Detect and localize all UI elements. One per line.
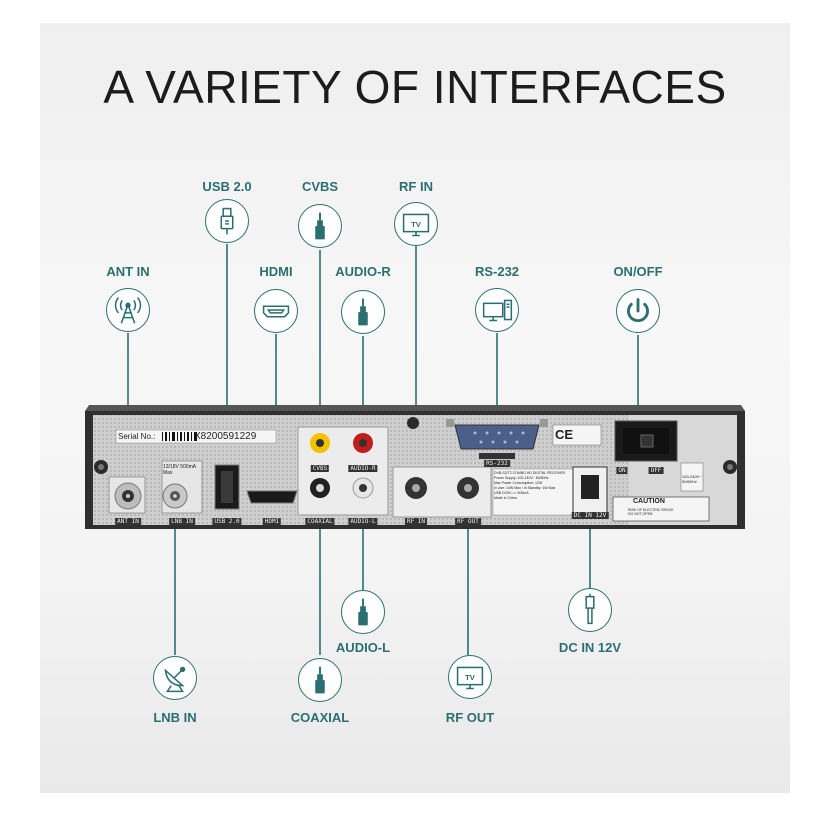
rca-plug-icon	[298, 658, 342, 702]
spec-line: Made in China	[494, 496, 517, 500]
caution-heading: CAUTION	[633, 498, 665, 505]
port-label-coaxial: COAXIAL	[305, 518, 335, 525]
port-label-ant-in: ANT IN	[115, 518, 141, 525]
switch-label-on: ON	[616, 467, 628, 474]
port-label-rs232: RS-232	[484, 460, 510, 467]
svg-text:TV: TV	[465, 673, 476, 682]
label-ant-in: ANT IN	[106, 264, 150, 279]
antenna-icon	[106, 288, 150, 332]
label-cvbs: CVBS	[301, 179, 339, 194]
rca-plug-icon	[341, 290, 385, 334]
label-rs232: RS-232	[474, 264, 520, 279]
rca-plug-icon	[341, 590, 385, 634]
usb-icon	[205, 199, 249, 243]
receiver-back-panel	[85, 405, 745, 529]
page-title: A VARIETY OF INTERFACES	[103, 61, 727, 113]
switch-label-off: OFF	[648, 467, 664, 474]
port-label-rf-out: RF OUT	[455, 518, 481, 525]
port-label-rf-in: RF IN	[404, 518, 428, 525]
port-label-audio-r: AUDIO-R	[348, 465, 378, 472]
label-audio-r: AUDIO-R	[335, 264, 391, 279]
serial-number: X8200591229	[194, 431, 257, 442]
spec-line: Power Supply: 100-240V~ 50/60Hz	[494, 476, 549, 480]
spec-line: Max Power Consumption: 12W	[494, 481, 543, 485]
spec-plate: DVB-S2/T2 COMBO HD DIGITAL RECEIVER Powe…	[494, 471, 602, 501]
label-hdmi: HDMI	[259, 264, 293, 279]
rca-plug-icon	[298, 204, 342, 248]
voltage-text: 100-240V~ 50/60Hz	[682, 474, 702, 484]
tv-icon: TV	[448, 655, 492, 699]
serial-label: Serial No.:	[118, 432, 156, 441]
spec-line: USB DC5V == 500mA	[494, 491, 529, 495]
dc-plug-icon	[568, 588, 612, 632]
label-audio-l: AUDIO-L	[335, 640, 391, 655]
port-label-usb: USB 2.0	[212, 518, 242, 525]
spec-line: In Use: 10W Max / In Standby: 1W Max	[494, 486, 556, 490]
port-label-dc-in: DC IN 12V	[571, 512, 609, 519]
label-on-off: ON/OFF	[613, 264, 663, 279]
caution-text: RISK OF ELECTRIC SHOCK DO NOT OPEN	[628, 508, 674, 516]
port-label-audio-l: AUDIO-L	[348, 518, 378, 525]
port-label-lnb-in: LNB IN	[169, 518, 195, 525]
ce-mark: CE	[555, 427, 574, 442]
label-dc-in: DC IN 12V	[558, 640, 622, 655]
computer-icon	[475, 288, 519, 332]
label-rf-out: RF OUT	[445, 710, 495, 725]
label-usb: USB 2.0	[202, 179, 252, 194]
port-label-hdmi: HDMI	[262, 518, 282, 525]
power-icon	[616, 289, 660, 333]
svg-text:TV: TV	[411, 220, 422, 229]
label-coaxial: COAXIAL	[290, 710, 350, 725]
tv-icon: TV	[394, 202, 438, 246]
spec-line: DVB-S2/T2 COMBO HD DIGITAL RECEIVER	[494, 471, 565, 475]
port-label-cvbs: CVBS	[310, 465, 330, 472]
hdmi-icon	[254, 289, 298, 333]
satellite-dish-icon	[153, 656, 197, 700]
lnb-rating-label: 13/18V 500mA Max	[163, 464, 196, 476]
label-rf-in: RF IN	[399, 179, 433, 194]
label-lnb-in: LNB IN	[153, 710, 197, 725]
